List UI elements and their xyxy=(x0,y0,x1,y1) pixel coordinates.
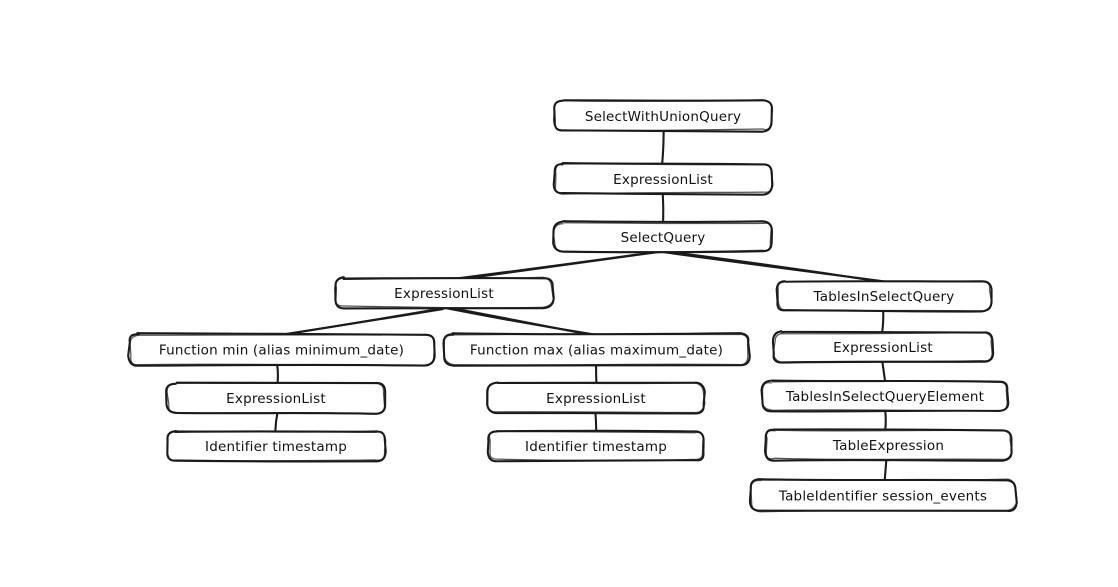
tree-node[interactable]: Function max (alias maximum_date) xyxy=(442,332,751,367)
tree-node[interactable]: Function min (alias minimum_date) xyxy=(127,332,436,367)
node-box-sketch-stroke xyxy=(443,333,749,366)
node-label: Identifier timestamp xyxy=(205,439,347,455)
node-label: SelectWithUnionQuery xyxy=(585,109,741,125)
tree-node[interactable]: SelectWithUnionQuery xyxy=(552,99,774,133)
tree-edge xyxy=(881,309,885,333)
tree-edge xyxy=(279,307,445,336)
node-box xyxy=(486,429,705,463)
tree-node[interactable]: TablesInSelectQuery xyxy=(775,280,993,313)
tree-node[interactable]: SelectQuery xyxy=(552,220,773,254)
node-label: Function max (alias maximum_date) xyxy=(470,343,723,359)
tree-edge xyxy=(276,363,279,384)
node-label: ExpressionList xyxy=(546,391,646,407)
tree-node[interactable]: TableIdentifier session_events xyxy=(748,478,1018,513)
node-box-sketch-stroke xyxy=(772,331,993,363)
node-label: ExpressionList xyxy=(226,391,326,407)
node-label: ExpressionList xyxy=(833,340,933,356)
node-box-sketch-stroke xyxy=(554,162,774,195)
tree-edge xyxy=(274,411,279,432)
node-label: Function min (alias minimum_date) xyxy=(159,343,404,359)
tree-node[interactable]: ExpressionList xyxy=(334,276,555,310)
tree-edge xyxy=(594,412,598,432)
nodes-group: SelectWithUnionQueryExpressionListSelect… xyxy=(127,99,1018,513)
node-box xyxy=(552,162,774,196)
node-label: ExpressionList xyxy=(613,172,713,188)
tree-node[interactable]: ExpressionList xyxy=(552,162,774,196)
node-label: Identifier timestamp xyxy=(525,439,667,455)
node-box-sketch-stroke xyxy=(488,430,704,462)
tree-edge xyxy=(661,193,665,224)
tree-edge xyxy=(662,250,887,284)
tree-node[interactable]: ExpressionList xyxy=(771,330,995,364)
node-label: SelectQuery xyxy=(621,230,706,246)
tree-node[interactable]: Identifier timestamp xyxy=(166,430,387,463)
node-box-sketch-stroke xyxy=(166,382,386,415)
node-label: TablesInSelectQueryElement xyxy=(785,389,984,405)
tree-node[interactable]: ExpressionList xyxy=(486,381,706,415)
tree-edge xyxy=(444,250,664,283)
node-box-sketch-stroke xyxy=(487,382,706,414)
node-box-sketch-stroke xyxy=(765,429,1013,461)
node-box-sketch-stroke xyxy=(334,276,554,309)
node-box-sketch-stroke xyxy=(166,430,387,462)
node-box-sketch-stroke xyxy=(750,478,1018,513)
node-box-sketch-stroke xyxy=(552,100,774,132)
node-label: TablesInSelectQuery xyxy=(813,289,955,305)
node-label: TableExpression xyxy=(832,438,944,454)
tree-node[interactable]: TableExpression xyxy=(764,428,1013,462)
tree-node[interactable]: ExpressionList xyxy=(165,381,387,415)
tree-node[interactable]: TablesInSelectQueryElement xyxy=(760,379,1010,413)
tree-node[interactable]: Identifier timestamp xyxy=(486,429,705,463)
tree-edge xyxy=(881,361,887,382)
tree-edge xyxy=(444,306,599,338)
tree-edge xyxy=(884,409,887,432)
node-label: TableIdentifier session_events xyxy=(778,489,987,505)
node-box xyxy=(552,220,773,254)
tree-edge xyxy=(883,459,888,482)
tree-edge xyxy=(661,130,665,165)
node-box-sketch-stroke xyxy=(552,222,772,253)
node-label: ExpressionList xyxy=(394,286,494,302)
node-box-sketch-stroke xyxy=(761,380,1008,412)
node-box-sketch-stroke xyxy=(129,333,436,367)
node-box-sketch-stroke xyxy=(777,280,993,312)
